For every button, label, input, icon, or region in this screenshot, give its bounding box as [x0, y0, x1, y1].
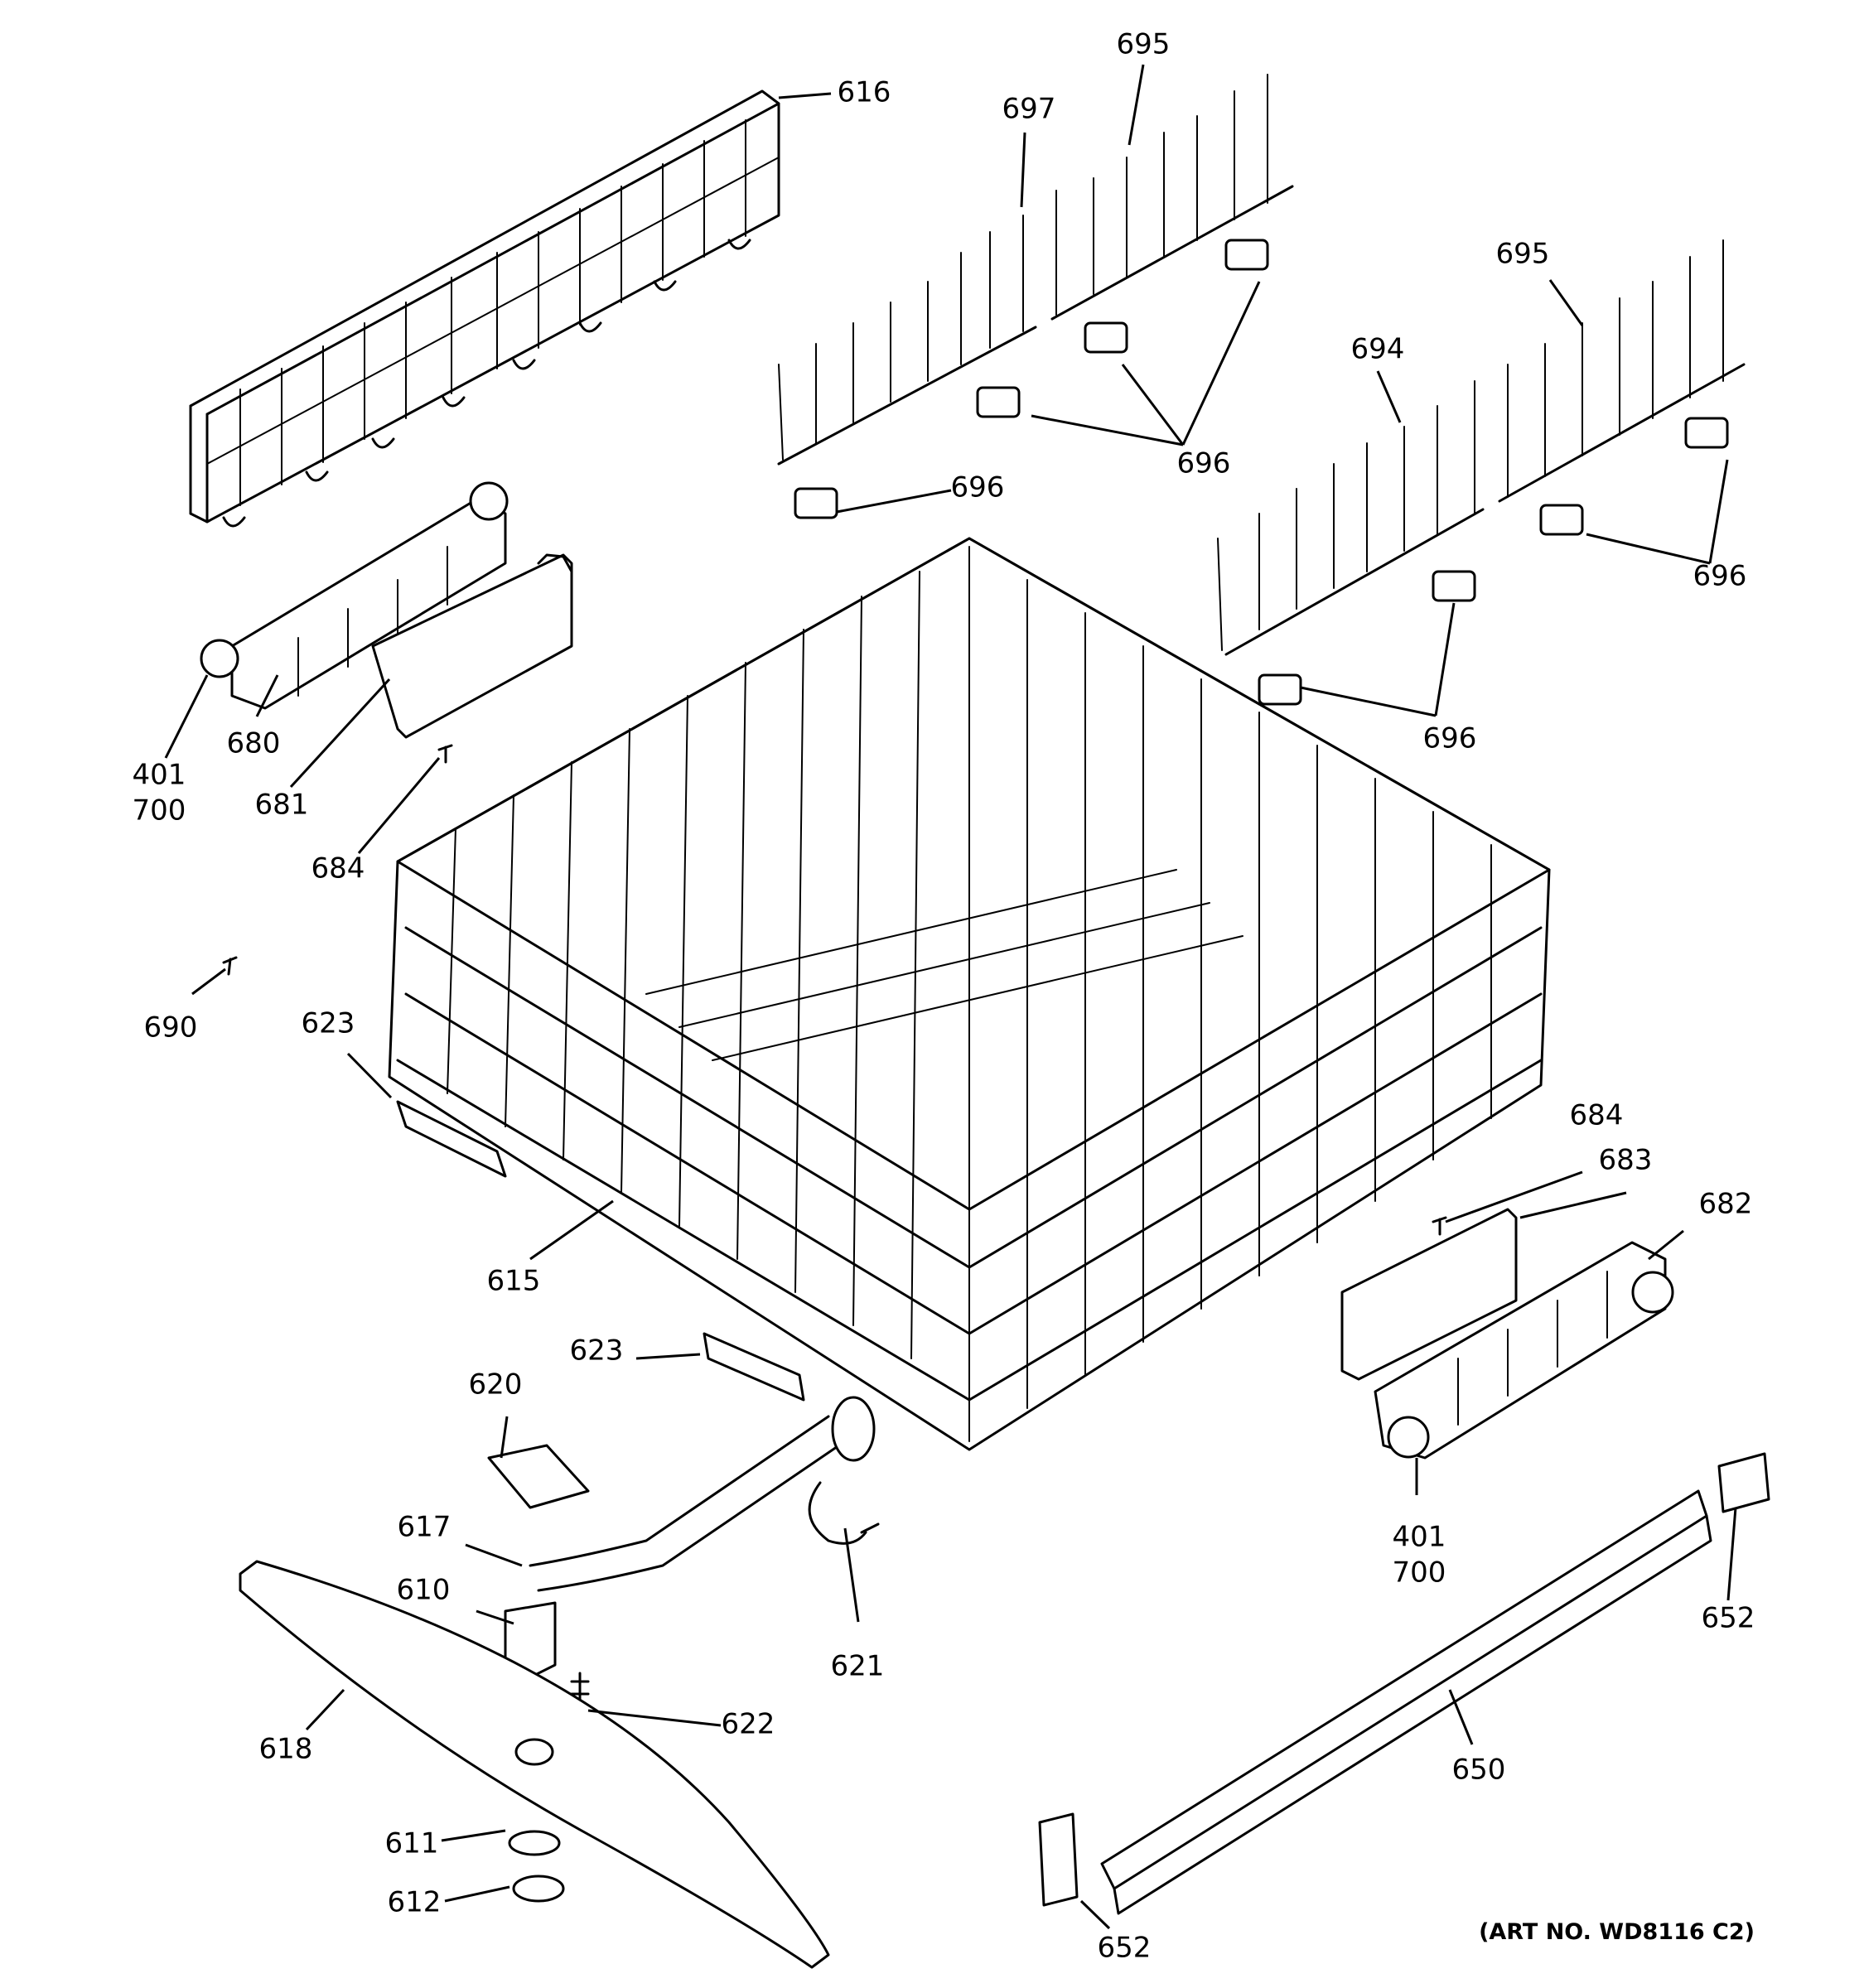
- callout-694: 694: [1351, 333, 1405, 366]
- callout-620: 620: [469, 1368, 523, 1402]
- callout-623-lower: 623: [570, 1334, 624, 1368]
- part-652-end-cap-right: [1717, 1452, 1770, 1513]
- callout-612: 612: [388, 1886, 442, 1919]
- callout-696-upper-left: 696: [951, 471, 1005, 504]
- art-number: (ART NO. WD8116 C2): [1479, 1919, 1755, 1945]
- part-680-left-rail: [200, 481, 509, 710]
- callout-682: 682: [1699, 1188, 1753, 1221]
- part-622-screw: [570, 1672, 590, 1725]
- part-617-feed-tube: [529, 1396, 876, 1592]
- part-615-rack-basket: [388, 537, 1551, 1451]
- part-623-clip-lower: [703, 1332, 805, 1402]
- callout-680: 680: [227, 727, 281, 760]
- callout-616: 616: [838, 76, 891, 109]
- callout-696-upper-right: 696: [1177, 447, 1231, 480]
- part-681-bracket: [371, 553, 573, 739]
- callout-684-right: 684: [1570, 1099, 1624, 1132]
- part-650-rail: [1100, 1489, 1712, 1915]
- part-618-spray-arm: [239, 1560, 830, 1969]
- callout-697: 697: [1002, 93, 1056, 126]
- callout-615: 615: [487, 1265, 541, 1298]
- part-616-tine-rail: [189, 89, 780, 528]
- callout-683: 683: [1599, 1144, 1653, 1177]
- callout-617: 617: [398, 1511, 452, 1544]
- part-684-screw-left: [437, 744, 453, 764]
- callout-700-right: 700: [1393, 1556, 1446, 1590]
- callout-700-left: 700: [133, 794, 186, 828]
- callout-696-right: 696: [1693, 560, 1747, 593]
- callout-650: 650: [1452, 1754, 1506, 1787]
- part-612-nut: [512, 1875, 565, 1903]
- callout-695-upper: 695: [1117, 28, 1171, 61]
- callout-622: 622: [722, 1708, 775, 1741]
- callout-695-lower: 695: [1496, 238, 1550, 271]
- leader-lines: [164, 64, 1737, 1930]
- callout-401-left: 401: [133, 759, 186, 792]
- callout-401-right: 401: [1393, 1521, 1446, 1554]
- part-696-clips: [794, 239, 1729, 706]
- callout-labels: 616 697 695 695 694 696 696 696 696 401 …: [133, 28, 1755, 1965]
- callout-690: 690: [144, 1011, 198, 1045]
- callout-610: 610: [397, 1574, 451, 1607]
- part-621-clamp: [808, 1481, 880, 1545]
- part-623-clip-upper: [396, 1100, 507, 1178]
- part-684-screw-right: [1432, 1216, 1447, 1236]
- callout-611: 611: [385, 1827, 439, 1860]
- part-683-bracket-right: [1340, 1208, 1518, 1381]
- callout-621: 621: [831, 1650, 885, 1683]
- callout-623-upper: 623: [302, 1007, 355, 1040]
- part-652-end-cap-left: [1038, 1812, 1079, 1907]
- part-695-tine-row-upper: [777, 74, 1294, 466]
- callout-652-left: 652: [1098, 1932, 1152, 1965]
- part-620-cover: [487, 1444, 590, 1509]
- callout-681: 681: [255, 789, 309, 822]
- callout-684-left: 684: [311, 852, 365, 885]
- part-690-screw: [222, 956, 238, 976]
- part-694-tine-row-lower: [1217, 239, 1746, 656]
- callout-652-right: 652: [1702, 1602, 1755, 1635]
- part-682-right-rail: [1374, 1241, 1674, 1460]
- callout-696-lower: 696: [1423, 722, 1477, 755]
- callout-618: 618: [259, 1733, 313, 1766]
- part-611-washer: [508, 1830, 561, 1856]
